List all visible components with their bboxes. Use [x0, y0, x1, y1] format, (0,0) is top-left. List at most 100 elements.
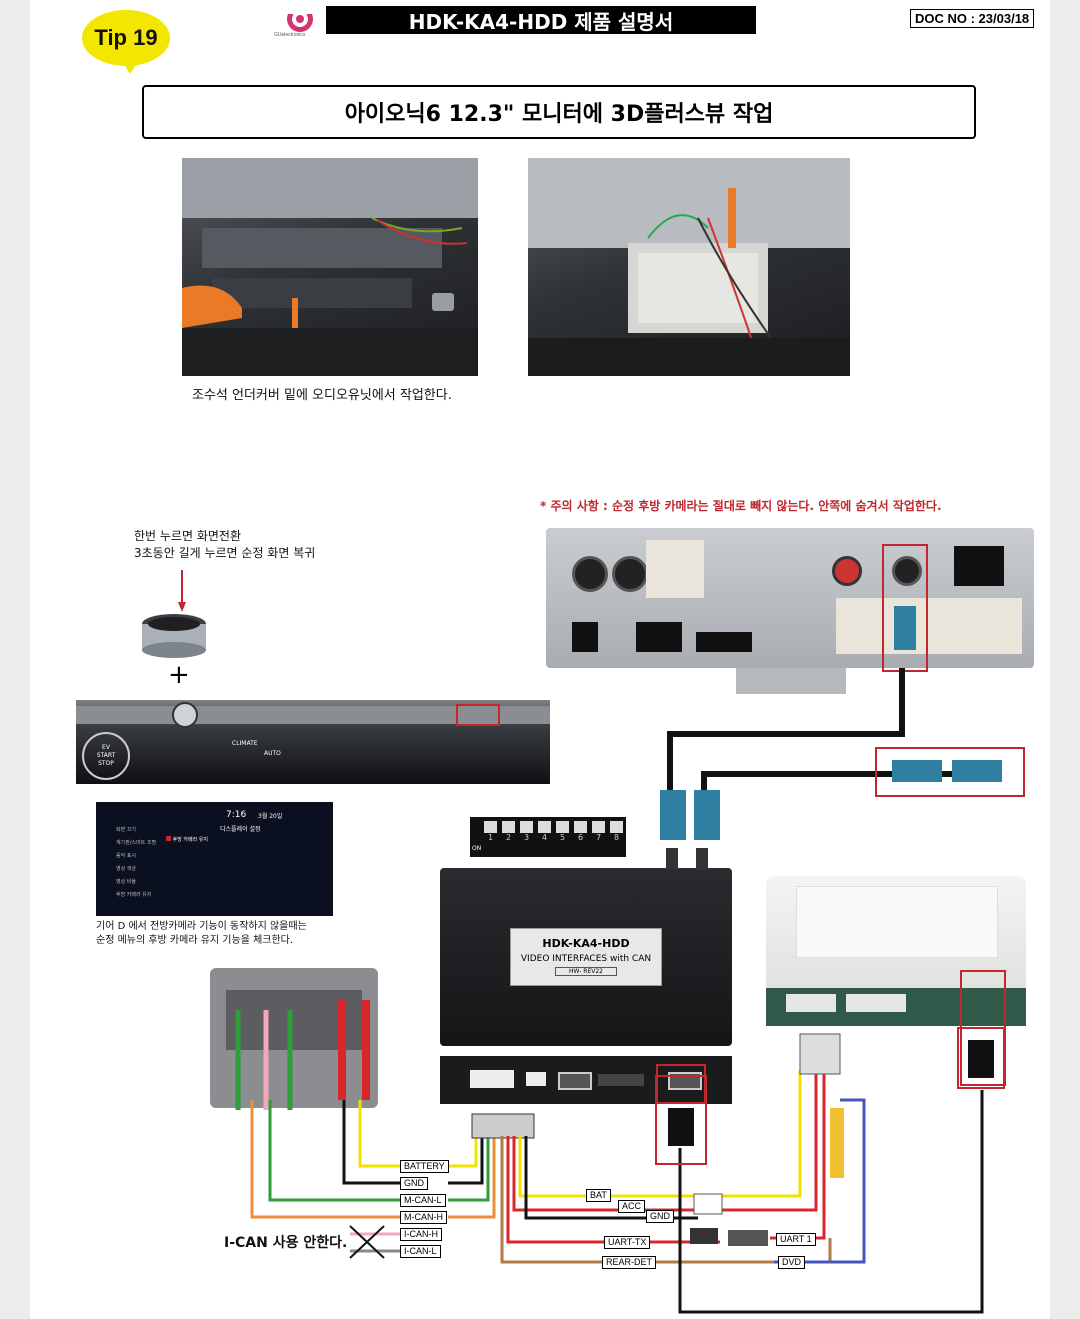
dash-button-highlight[interactable] — [456, 704, 500, 726]
hdmi-port — [558, 1072, 592, 1090]
white-box-plug — [799, 1033, 841, 1075]
tip-badge: Tip 19 — [82, 10, 170, 66]
display-settings-screen: 7:16 3월 20일 디스플레이 설정 화면 끄기 계기판/스마트 조명 음악… — [96, 802, 333, 916]
blue-fakra-plug — [894, 606, 916, 650]
harness-port — [470, 1070, 514, 1088]
fakra-plug-icon — [660, 790, 686, 840]
dip-switch-5[interactable]: 5 — [556, 821, 569, 842]
photo-audio-unit — [528, 158, 850, 376]
screen-menu-item[interactable]: 후방 카메라 유지 — [116, 892, 152, 898]
wire-label-rear-det: REAR-DET — [602, 1256, 657, 1269]
screen-option-label: 후방 카메라 유지 — [172, 837, 208, 843]
fakra-stub — [666, 848, 678, 870]
brand-logo-icon — [286, 6, 314, 32]
device-harness-plug — [471, 1113, 535, 1139]
device-desc: VIDEO INTERFACES with CAN — [520, 954, 652, 964]
white-connector — [646, 540, 704, 598]
screen-menu-item[interactable]: 영상 색상 — [116, 866, 136, 872]
fakra-port — [572, 556, 608, 592]
screen-option-checked[interactable]: 후방 카메라 유지 — [166, 836, 208, 843]
uart-plug — [728, 1230, 768, 1246]
screen-title: 디스플레이 설정 — [220, 826, 261, 833]
dip-switch-row: 1 2 3 4 5 6 7 8 — [484, 821, 623, 842]
knob-instruction: 한번 누르면 화면전환 3초동안 길게 누르면 순정 화면 복귀 — [134, 528, 315, 562]
port-block — [696, 632, 752, 652]
main-harness-connector — [836, 598, 1022, 654]
port-block — [572, 622, 598, 652]
adapter-highlight — [875, 747, 1025, 797]
doc-number: DOC NO : 23/03/18 — [910, 9, 1035, 28]
start-line-3: STOP — [98, 760, 114, 767]
rotary-knob-icon[interactable] — [138, 612, 210, 660]
wire-label-dvd: DVD — [778, 1256, 806, 1269]
dip-switch-7[interactable]: 7 — [592, 821, 605, 842]
fakra-stub — [696, 848, 708, 870]
knob-instruction-line1: 한번 누르면 화면전환 — [134, 529, 241, 543]
photo-under-cover — [182, 158, 478, 376]
small-port — [526, 1072, 546, 1086]
hdmi-plug-icon — [668, 1108, 694, 1146]
camera-cable — [667, 668, 905, 800]
screen-caption-line1: 기어 D 에서 전방카메라 기능이 동작하지 않을때는 — [96, 921, 307, 932]
start-stop-button[interactable]: EV START STOP — [82, 732, 130, 780]
dip-switch-1[interactable]: 1 — [484, 821, 497, 842]
wire-label-uart1: UART 1 — [776, 1233, 816, 1246]
fakra-plug-icon — [694, 790, 720, 840]
wire-label-battery: BATTERY — [400, 1160, 449, 1173]
photo-caption: 조수석 언더커버 밑에 오디오유닛에서 작업한다. — [192, 388, 452, 403]
video-processor-box — [766, 876, 1026, 1086]
wire-label-ican-l: I-CAN-L — [400, 1245, 441, 1258]
black-fakra-port — [892, 556, 922, 586]
plus-sign: + — [168, 660, 190, 690]
checkbox-icon — [166, 836, 171, 841]
dip-switch-4[interactable]: 4 — [538, 821, 551, 842]
red-fakra-port — [832, 556, 862, 586]
brand-logo-text: GUelectronics — [274, 32, 306, 38]
wire-junction — [693, 1193, 723, 1215]
hdmi-cable — [678, 1090, 984, 1314]
hdmi-plug-highlight — [655, 1075, 707, 1165]
arrow-down-icon — [178, 570, 186, 612]
start-line-2: START — [96, 752, 116, 759]
screen-menu-item[interactable]: 계기판/스마트 조명 — [116, 840, 157, 846]
screen-caption: 기어 D 에서 전방카메라 기능이 동작하지 않을때는 순정 메뉴의 후방 카메… — [96, 920, 307, 948]
dip-switch-3[interactable]: 3 — [520, 821, 533, 842]
wire-label-gnd2: GND — [646, 1210, 674, 1223]
screen-menu-item[interactable]: 영상 비율 — [116, 879, 136, 885]
climate-dash-panel: EV START STOP CLIMATE AUTO — [76, 700, 550, 784]
interface-box: HDK-KA4-HDD VIDEO INTERFACES with CAN HW… — [440, 868, 732, 1046]
dip-switch-8[interactable]: 8 — [610, 821, 623, 842]
interface-box-front — [440, 1056, 732, 1104]
screen-date: 3월 20일 — [258, 813, 283, 820]
audio-unit-illustration — [528, 158, 850, 376]
uart-plug — [690, 1228, 718, 1244]
document-title: HDK-KA4-HDD 제품 설명서 — [326, 6, 756, 34]
screen-menu-item[interactable]: 음악 표시 — [116, 853, 136, 859]
device-rev: HW- REV22 — [555, 967, 617, 976]
screen-menu-item[interactable]: 화면 끄기 — [116, 827, 136, 833]
port-block — [598, 1074, 644, 1086]
wire-label-ican-h: I-CAN-H — [400, 1228, 442, 1241]
port-block — [636, 622, 682, 652]
climate-label: CLIMATE — [232, 740, 258, 747]
box-hdmi-plug-highlight — [957, 1027, 1005, 1089]
ican-note: I-CAN 사용 안한다. — [224, 1235, 348, 1251]
audio-unit-back — [546, 528, 1034, 672]
device-label-plate: HDK-KA4-HDD VIDEO INTERFACES with CAN HW… — [510, 928, 662, 986]
screen-time: 7:16 — [226, 810, 247, 820]
port-block — [954, 546, 1004, 586]
device-model: HDK-KA4-HDD — [542, 937, 630, 950]
screen-caption-line2: 순정 메뉴의 후방 카메라 유지 기능을 체크한다. — [96, 935, 294, 946]
box-hdmi-plug-icon — [968, 1040, 994, 1078]
box-port — [786, 994, 836, 1012]
unit-mount-bracket — [736, 668, 846, 694]
dip-switch-6[interactable]: 6 — [574, 821, 587, 842]
screen-menu: 화면 끄기 계기판/스마트 조명 음악 표시 영상 색상 영상 비율 후방 카메… — [116, 824, 156, 902]
manual-page: Tip 19 GUelectronics HDK-KA4-HDD 제품 설명서 … — [30, 0, 1050, 1319]
wire-label-mcan-h: M-CAN-H — [400, 1211, 447, 1224]
dash-volume-knob[interactable] — [172, 702, 198, 728]
rca-plug-icon — [830, 1108, 844, 1178]
dip-switch[interactable]: ON 1 2 3 4 5 6 7 8 — [470, 817, 626, 857]
wire-label-bat: BAT — [586, 1189, 611, 1202]
dip-switch-2[interactable]: 2 — [502, 821, 515, 842]
